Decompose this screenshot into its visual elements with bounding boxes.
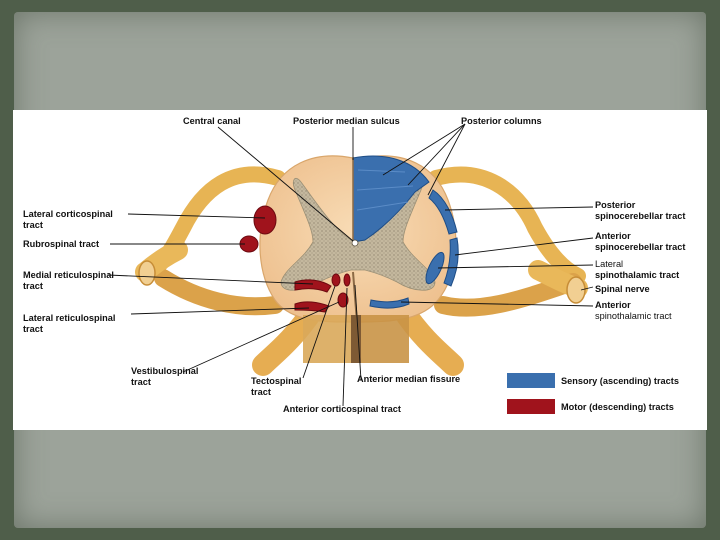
- leader-lines: [107, 123, 594, 407]
- right-dorsal-root: [428, 166, 586, 284]
- legend-motor-label: Motor (descending) tracts: [561, 402, 674, 412]
- left-ventral-root: [154, 269, 284, 316]
- right-ventral-rootlets: [392, 299, 464, 376]
- spinal-cord-figure: Central canal Posterior median sulcus Po…: [13, 110, 707, 430]
- right-ventral-stub: [361, 315, 409, 363]
- label-anterior-median-fissure: Anterior median fissure: [357, 374, 461, 384]
- legend-sensory-label: Sensory (ascending) tracts: [561, 376, 679, 386]
- left-spinal-nerve-cut-end: [138, 260, 156, 286]
- label-anterior-corticospinal-tract: Anterior corticospinal tract: [283, 404, 401, 414]
- anterior-spinothalamic-tract: [369, 297, 410, 309]
- gray-matter: [280, 177, 436, 291]
- label-posterior-columns: Posterior columns: [461, 116, 542, 126]
- label-rubrospinal-tract: Rubrospinal tract: [23, 239, 100, 249]
- anterior-corticospinal-tract: [343, 273, 351, 287]
- lateral-corticospinal-tract: [253, 205, 277, 235]
- spinal-cord-illustration: [107, 123, 594, 407]
- label-central-canal: Central canal: [183, 116, 241, 126]
- label-spinal-nerve: Spinal nerve: [595, 284, 650, 294]
- vestibulospinal-tract: [337, 292, 349, 308]
- posterior-spinocerebellar-tract: [428, 189, 458, 235]
- medial-reticulospinal-tract: [294, 279, 332, 293]
- tectospinal-tract: [331, 273, 341, 287]
- anterior-median-fissure: [352, 271, 358, 323]
- posterior-columns-tract: [352, 155, 430, 243]
- legend-motor-swatch: [507, 399, 555, 414]
- legend-sensory-swatch: [507, 373, 555, 388]
- left-ventral-stub: [303, 315, 351, 363]
- right-spinal-nerve-cut-end: [566, 276, 586, 304]
- central-canal: [351, 239, 359, 247]
- lateral-spinothalamic-tract: [425, 251, 445, 285]
- label-posterior-median-sulcus: Posterior median sulcus: [293, 116, 400, 126]
- lateral-reticulospinal-tract: [294, 301, 330, 313]
